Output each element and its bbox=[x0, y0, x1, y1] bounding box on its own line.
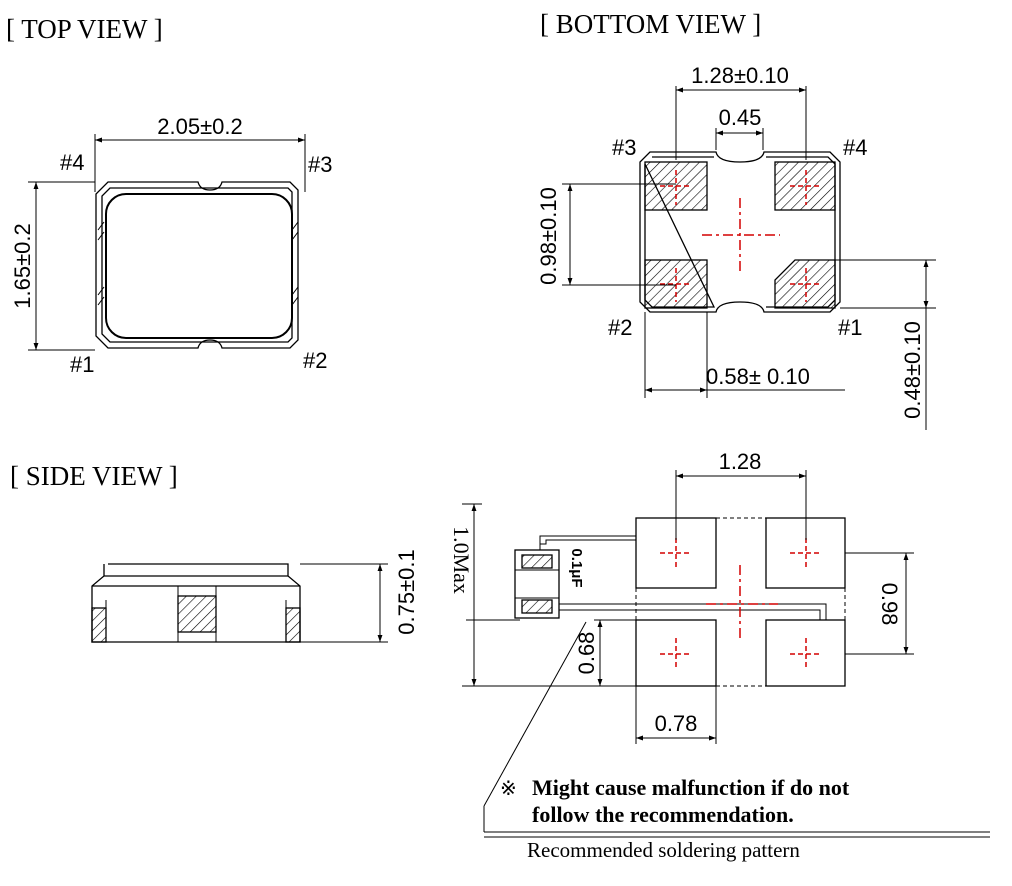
pattern-caption: Recommended soldering pattern bbox=[527, 838, 800, 862]
side-height-dim: 0.75±0.1 bbox=[394, 549, 419, 634]
note-line-2: follow the recommendation. bbox=[532, 802, 794, 827]
pattern-pitch-y: 0.98 bbox=[877, 583, 902, 626]
pattern-pad-br bbox=[765, 619, 846, 687]
note-symbol: ※ bbox=[500, 778, 517, 800]
top-height-dim: 1.65±0.2 bbox=[10, 223, 35, 308]
top-view: [ TOP VIEW ] 2.05±0.2 1.65±0.2 #4 #3 #1 … bbox=[6, 14, 332, 377]
top-view-title: [ TOP VIEW ] bbox=[6, 14, 163, 44]
bottom-vertical-dim: 0.98±0.10 bbox=[536, 187, 561, 285]
bottom-view: [ BOTTOM VIEW ] 1.28±0.10 0.45 bbox=[536, 9, 936, 430]
bottom-pitch-dim: 1.28±0.10 bbox=[691, 63, 789, 88]
bottom-pad-4 bbox=[774, 161, 836, 211]
bottom-notch-dim: 0.45 bbox=[719, 105, 762, 130]
bottom-pin-1: #1 bbox=[838, 315, 862, 340]
bottom-pad-height-dim: 0.48±0.10 bbox=[900, 321, 925, 419]
pattern-pad-bl bbox=[635, 619, 717, 687]
top-pin-4: #4 bbox=[60, 150, 84, 175]
pattern-max-height: 1.0Max bbox=[449, 526, 474, 594]
bottom-view-title: [ BOTTOM VIEW ] bbox=[540, 9, 761, 39]
bottom-pad-width-dim: 0.58± 0.10 bbox=[706, 364, 810, 389]
bottom-pin-2: #2 bbox=[608, 315, 632, 340]
top-pin-2: #2 bbox=[303, 348, 327, 373]
bottom-pin-4: #4 bbox=[843, 135, 867, 160]
soldering-pattern: 1.0Max 0.1μF 1.2 bbox=[449, 449, 990, 862]
bottom-pin-3: #3 bbox=[612, 135, 636, 160]
bottom-pad-1 bbox=[774, 259, 836, 309]
side-view: [ SIDE VIEW ] 0.75±0.1 bbox=[10, 461, 419, 643]
pattern-pad-h: 0.68 bbox=[574, 632, 599, 675]
pattern-pad-w: 0.78 bbox=[655, 711, 698, 736]
note-line-1: Might cause malfunction if do not bbox=[532, 775, 850, 800]
capacitor-label: 0.1μF bbox=[568, 548, 585, 587]
top-pin-3: #3 bbox=[308, 152, 332, 177]
side-view-title: [ SIDE VIEW ] bbox=[10, 461, 178, 491]
top-pin-1: #1 bbox=[70, 352, 94, 377]
pattern-pitch-x: 1.28 bbox=[719, 449, 762, 474]
top-width-dim: 2.05±0.2 bbox=[157, 114, 242, 139]
